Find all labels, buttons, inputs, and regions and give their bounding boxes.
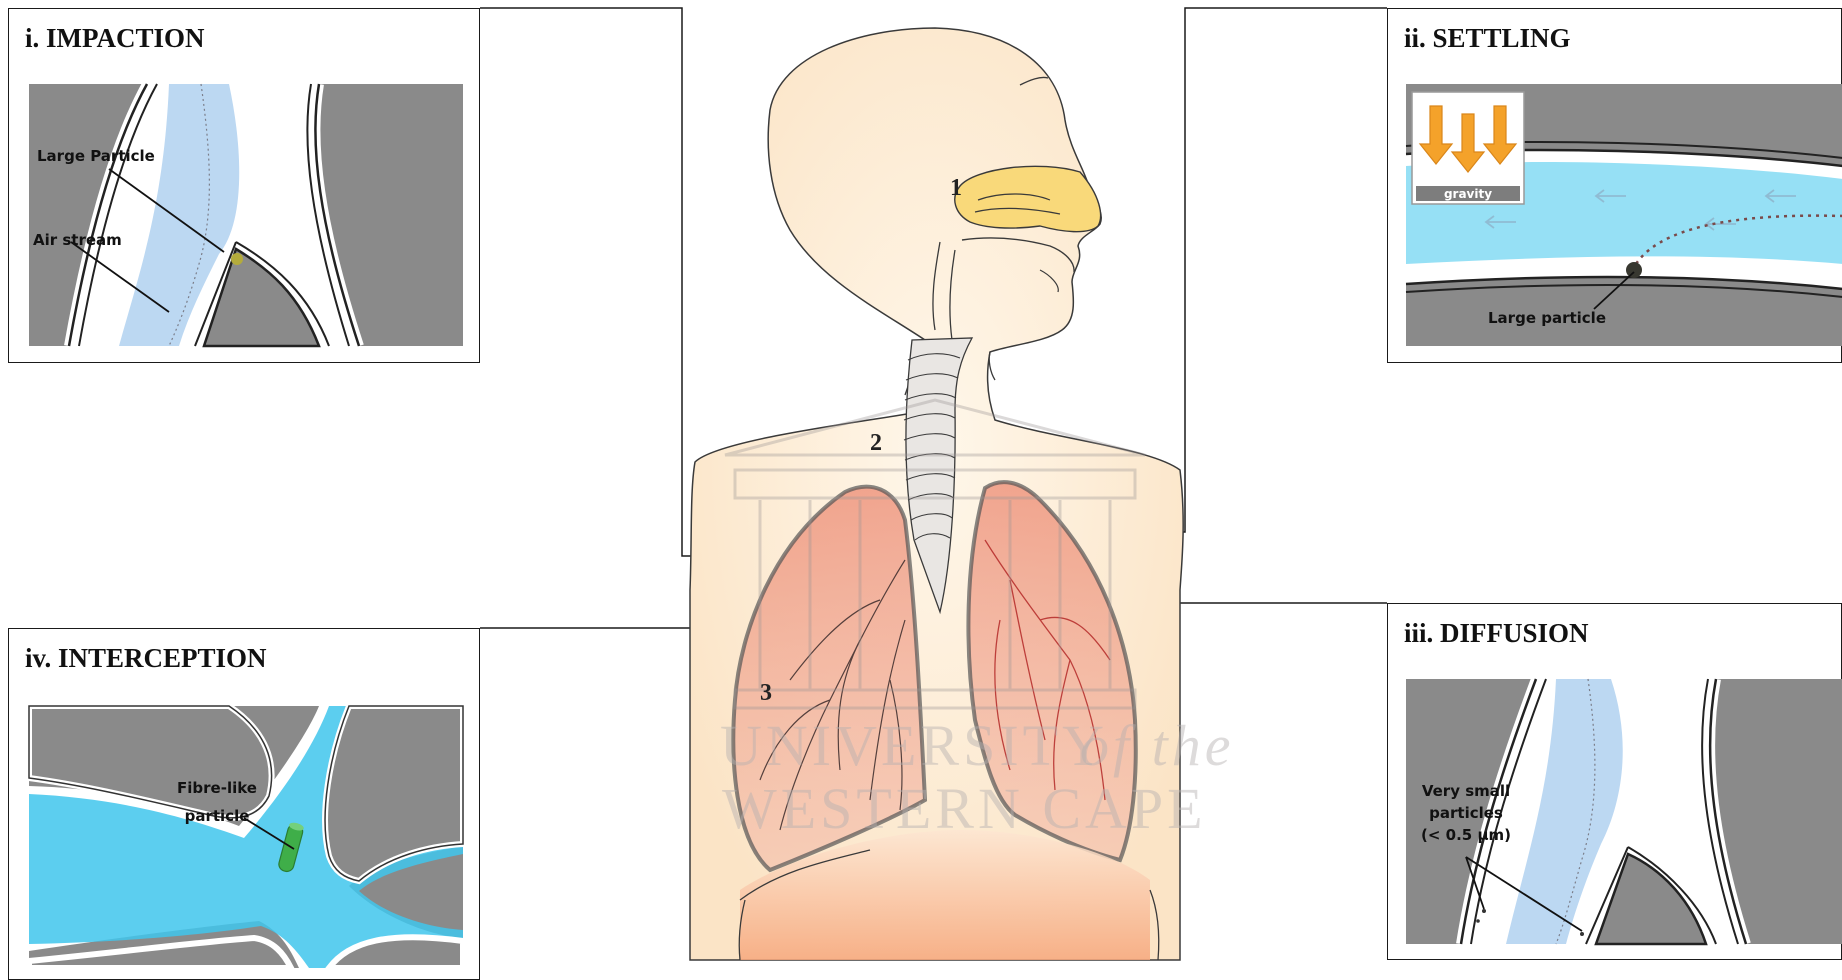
watermark-of-the: of the <box>1080 713 1234 778</box>
interception-illustration: Fibre-like particle <box>29 706 463 968</box>
panel-impaction: i. IMPACTION Large Particle Air stream <box>8 8 480 363</box>
panel-interception: iv. INTERCEPTION Fibre-like particle <box>8 628 480 980</box>
watermark-university: UNIVERSITY <box>720 713 1108 778</box>
panel-title: ii. SETTLING <box>1404 23 1571 54</box>
label-fibre-like: Fibre-like <box>177 779 257 797</box>
label-very-small: Very small <box>1422 782 1510 800</box>
panel-title: iii. DIFFUSION <box>1404 618 1589 649</box>
panel-title: iv. INTERCEPTION <box>25 643 267 674</box>
watermark-western-cape: WESTERN CAPE <box>722 776 1207 841</box>
label-particles: particles <box>1429 804 1503 822</box>
region-number-trachea: 2 <box>870 430 882 456</box>
settling-illustration: gravity Large particle <box>1406 84 1842 346</box>
region-number-nose: 1 <box>950 175 962 201</box>
panel-title: i. IMPACTION <box>25 23 205 54</box>
region-number-lung: 3 <box>760 680 772 706</box>
label-size-range: (< 0.5 µm) <box>1421 826 1511 844</box>
label-large-particle-settling: Large particle <box>1488 309 1606 327</box>
panel-settling: ii. SETTLING gravity Large particle <box>1387 8 1842 363</box>
diffusion-illustration: Very small particles (< 0.5 µm) <box>1406 679 1842 944</box>
impaction-illustration: Large Particle Air stream <box>29 84 463 346</box>
label-air-stream: Air stream <box>33 231 122 249</box>
label-gravity: gravity <box>1444 187 1492 201</box>
label-large-particle: Large Particle <box>37 147 155 165</box>
panel-diffusion: iii. DIFFUSION Very small particles (< 0… <box>1387 603 1842 960</box>
label-fibre-particle: particle <box>185 807 250 825</box>
